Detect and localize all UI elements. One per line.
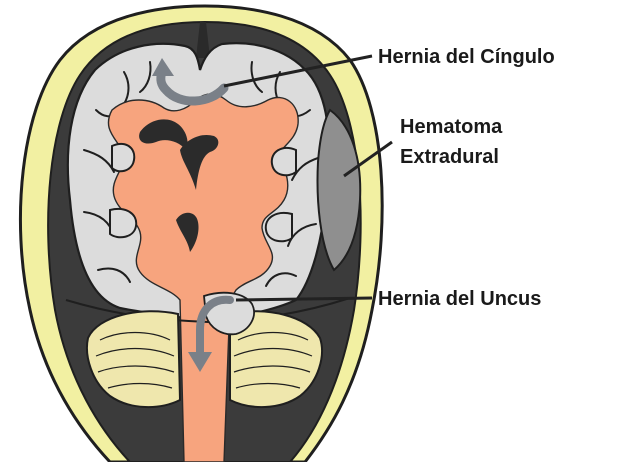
leader-uncus [236, 298, 372, 300]
label-uncus-herniation: Hernia del Uncus [378, 288, 541, 310]
label-hematoma-line2: Extradural [400, 146, 499, 168]
label-hematoma-line1: Hematoma [400, 116, 503, 138]
label-cingulate-herniation: Hernia del Cíngulo [378, 46, 555, 68]
